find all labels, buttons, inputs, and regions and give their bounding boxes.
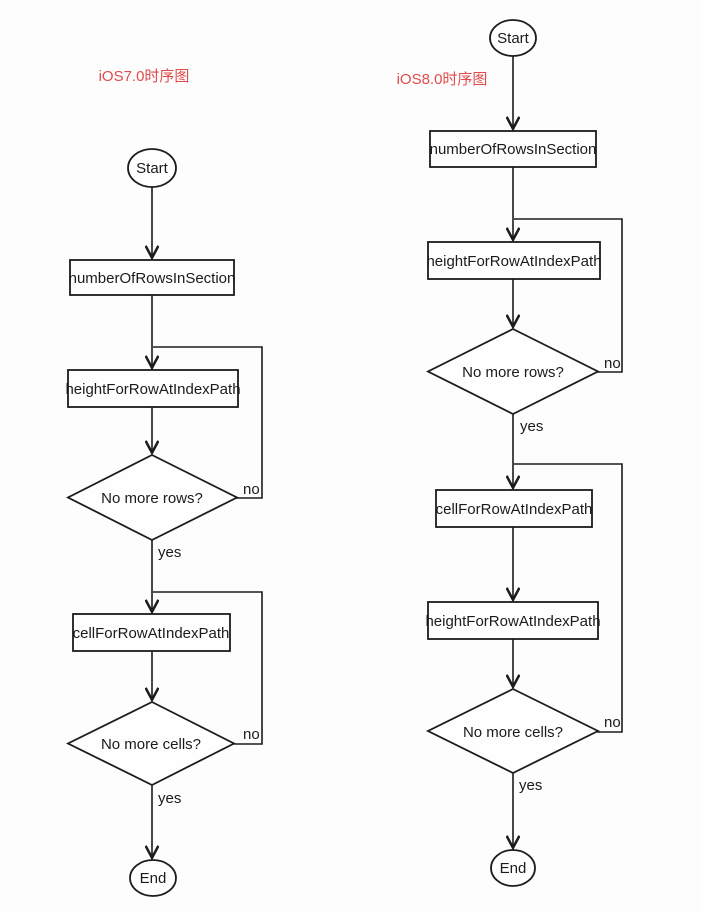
node-number-of-rows-label: numberOfRowsInSection [430, 141, 597, 158]
node-height-for-row [67, 369, 239, 408]
node-height-for-row-label: heightForRowAtIndexPath [426, 253, 601, 270]
start-label: Start [136, 160, 169, 177]
branch-label-rows-yes: yes [158, 544, 181, 561]
end-label: End [500, 860, 527, 877]
branch-label-cells-yes: yes [519, 777, 542, 794]
node-height-for-row-2-label: heightForRowAtIndexPath [425, 613, 600, 630]
node-number-of-rows-label: numberOfRowsInSection [69, 270, 236, 287]
loop-no-more-cells-no [153, 591, 263, 745]
branch-label-cells-yes: yes [158, 790, 181, 807]
branch-label-cells-no: no [243, 726, 260, 743]
node-cell-for-row-label: cellForRowAtIndexPath [436, 501, 593, 518]
flowchart-ios8: iOS8.0时序图 Start numberOfRowsInSection he… [397, 19, 623, 887]
decision-no-more-cells-label: No more cells? [463, 724, 563, 741]
node-cell-for-row [72, 613, 231, 652]
branch-label-rows-yes: yes [520, 418, 543, 435]
loop-no-more-rows-no [153, 346, 263, 499]
end-node [490, 849, 536, 887]
node-height-for-row [427, 241, 601, 280]
branch-label-rows-no: no [243, 481, 260, 498]
decision-no-more-rows-label: No more rows? [462, 364, 564, 381]
node-number-of-rows [429, 130, 597, 168]
loop-no-more-cells-no [514, 463, 623, 733]
node-height-for-row-2 [427, 601, 599, 640]
decision-no-more-cells-label: No more cells? [101, 736, 201, 753]
end-node [129, 859, 177, 897]
branch-label-rows-no: no [604, 355, 621, 372]
start-label: Start [497, 30, 530, 47]
chart-title: iOS8.0时序图 [397, 71, 488, 88]
node-cell-for-row [435, 489, 593, 528]
node-height-for-row-label: heightForRowAtIndexPath [65, 381, 240, 398]
loop-no-more-rows-no [514, 218, 623, 373]
chart-title: iOS7.0时序图 [99, 68, 190, 85]
branch-label-cells-no: no [604, 714, 621, 731]
node-number-of-rows [69, 259, 235, 296]
decision-no-more-rows-label: No more rows? [101, 490, 203, 507]
flowchart-ios7: iOS7.0时序图 Start numberOfRowsInSection he… [65, 68, 263, 897]
end-label: End [140, 870, 167, 887]
node-cell-for-row-label: cellForRowAtIndexPath [73, 625, 230, 642]
